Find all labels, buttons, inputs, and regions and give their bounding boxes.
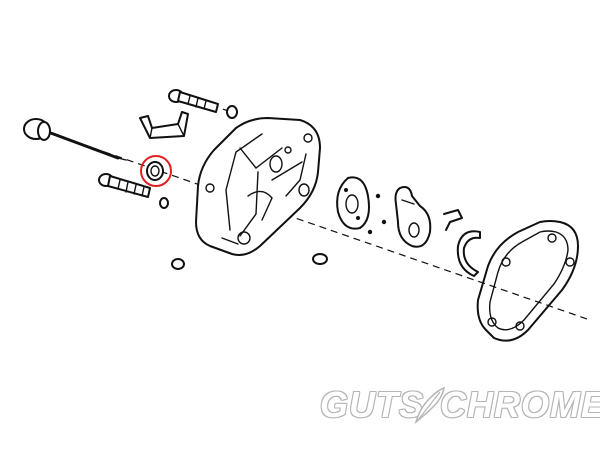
brand-watermark: GUTS CHROME <box>300 380 600 430</box>
oil-seal-part <box>146 161 164 181</box>
pin-dot-3 <box>367 229 373 235</box>
housing-cover-part <box>195 117 321 256</box>
long-rod-part <box>23 118 127 161</box>
retaining-clip-part <box>443 209 463 231</box>
highlight-circle <box>140 155 172 187</box>
bracket-part <box>139 111 189 139</box>
gasket-part <box>476 220 579 342</box>
washer-middle <box>159 197 169 209</box>
small-dowel-part <box>312 253 328 265</box>
watermark-word-right: CHROME <box>440 384 600 425</box>
cam-plate-part <box>336 176 370 230</box>
lower-bolt-part <box>98 173 151 198</box>
washer-upper <box>226 105 238 119</box>
cam-lever-part <box>394 186 432 248</box>
feather-icon <box>414 386 445 424</box>
pin-dot-1 <box>375 193 381 199</box>
pin-dot-2 <box>381 219 387 225</box>
washer-lower <box>171 258 185 270</box>
assembly-axis-line <box>69 139 591 321</box>
upper-bolt-part <box>168 89 219 113</box>
watermark-word-left: GUTS <box>320 384 425 425</box>
retaining-ring-part <box>456 230 481 277</box>
